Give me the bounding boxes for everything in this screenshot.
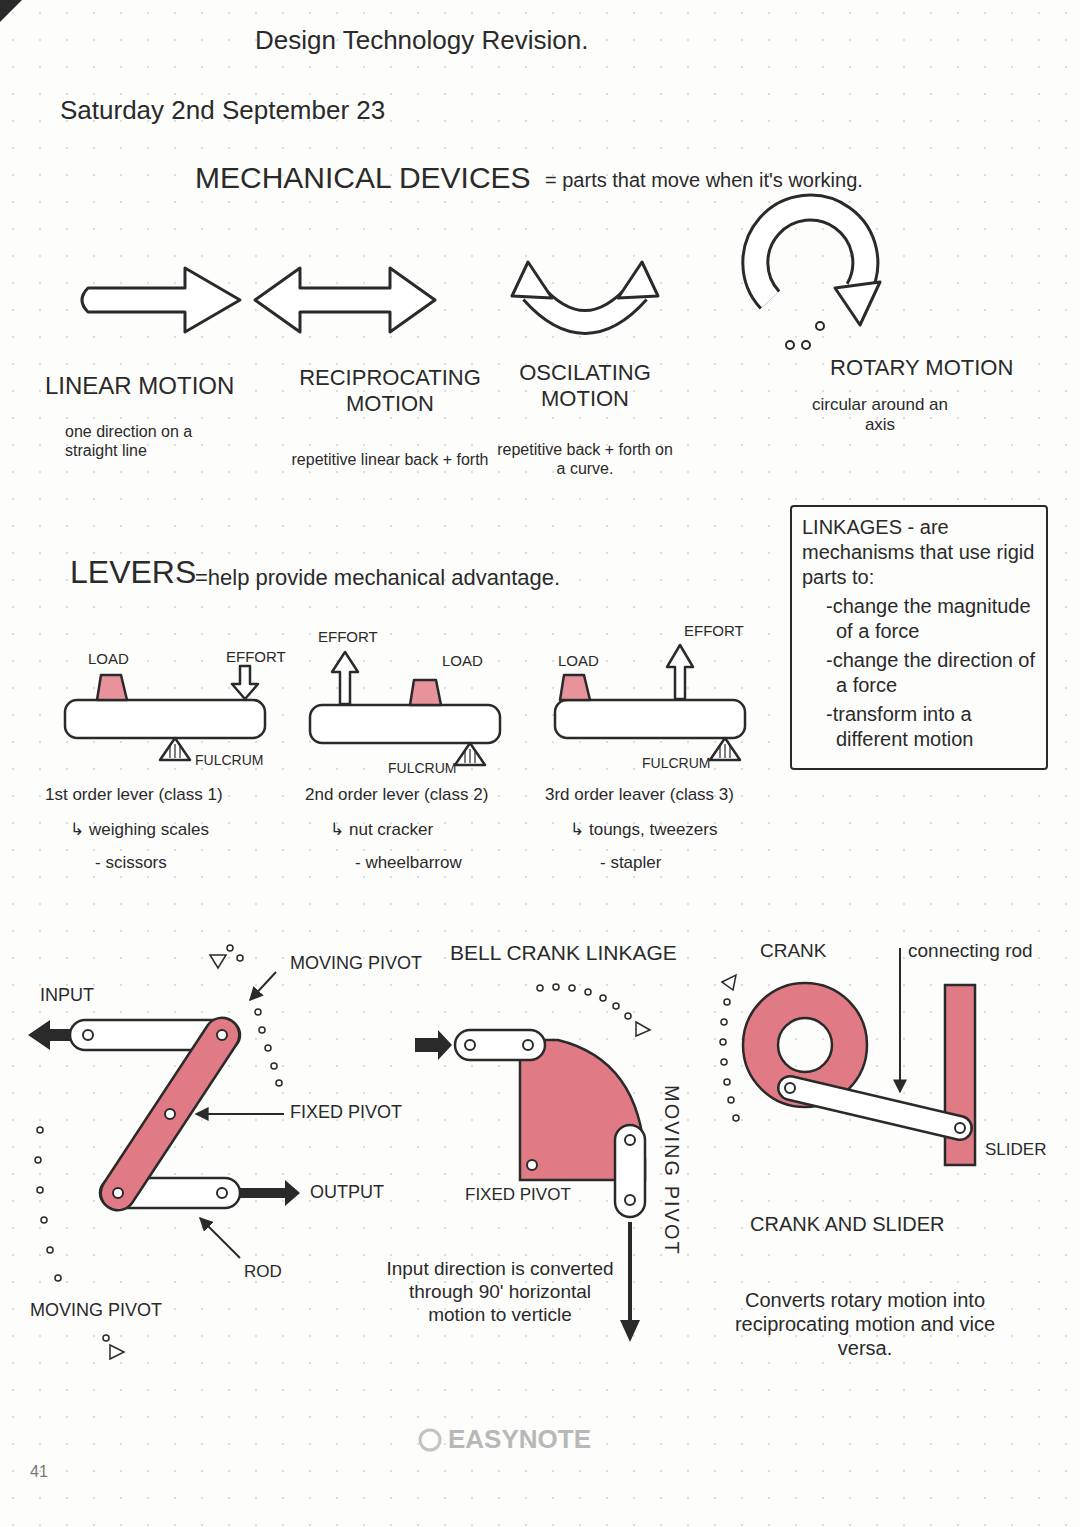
example-note: - scissors bbox=[95, 853, 167, 873]
page-corner bbox=[0, 0, 22, 22]
oscillating-arrow bbox=[512, 262, 658, 322]
box-bullet: -change the direction of a force bbox=[802, 648, 1036, 698]
example-note: ↳ weighing scales bbox=[70, 820, 209, 840]
force-label: EFFORT bbox=[226, 648, 286, 666]
part-label: INPUT bbox=[40, 985, 94, 1007]
reciprocating-arrow bbox=[255, 268, 435, 332]
part-label: MOVING PIVOT bbox=[290, 953, 422, 975]
box-bullet: -transform into a different motion bbox=[802, 702, 1036, 752]
force-label: LOAD bbox=[88, 650, 129, 668]
linkage-info-box: LINKAGES - are mechanisms that use rigid… bbox=[790, 505, 1048, 770]
definition-note: =help provide mechanical advantage. bbox=[195, 565, 560, 591]
definition-note: = parts that move when it's working. bbox=[545, 168, 863, 192]
force-label: LOAD bbox=[558, 652, 599, 670]
part-label: ROD bbox=[244, 1262, 282, 1282]
reverse-motion-linkage bbox=[28, 945, 300, 1359]
rotary-dots bbox=[786, 322, 824, 349]
motion-note: repetitive back + forth on a curve. bbox=[495, 440, 675, 478]
force-label: EFFORT bbox=[684, 622, 744, 640]
watermark-icon bbox=[420, 1430, 440, 1450]
part-label: MOVING PIVOT bbox=[30, 1300, 162, 1322]
example-note: ↳ nut cracker bbox=[330, 820, 433, 840]
box-bullet: -change the magnitude of a force bbox=[802, 594, 1036, 644]
section-heading: MECHANICAL DEVICES bbox=[195, 160, 531, 196]
date-heading: Saturday 2nd September 23 bbox=[60, 95, 385, 126]
lever-diagrams bbox=[65, 645, 745, 765]
fulcrum-label: FULCRUM bbox=[195, 752, 263, 769]
crank-and-slider bbox=[720, 948, 975, 1165]
motion-name: ROTARY MOTION bbox=[830, 355, 1013, 381]
part-label: MOVING PIVOT bbox=[660, 1085, 684, 1256]
motion-note: circular around an axis bbox=[795, 395, 965, 436]
explanation-note: Converts rotary motion into reciprocatin… bbox=[715, 1288, 1015, 1360]
example-note: ↳ toungs, tweezers bbox=[570, 820, 717, 840]
lever-class: 2nd order lever (class 2) bbox=[305, 785, 488, 805]
diagram-heading: CRANK AND SLIDER bbox=[750, 1212, 945, 1236]
page-title: Design Technology Revision. bbox=[255, 25, 588, 56]
part-label: FIXED PIVOT bbox=[290, 1102, 402, 1124]
watermark: EASYNOTE bbox=[448, 1424, 591, 1455]
box-heading: LINKAGES - are mechanisms that use rigid… bbox=[802, 515, 1036, 590]
rotary-arrow bbox=[755, 208, 880, 325]
motion-icons bbox=[82, 208, 880, 332]
motion-name: OSCILATING MOTION bbox=[505, 360, 665, 413]
example-note: - wheelbarrow bbox=[355, 853, 462, 873]
page-number: 41 bbox=[30, 1462, 48, 1481]
diagram-heading: BELL CRANK LINKAGE bbox=[450, 940, 677, 965]
example-note: - stapler bbox=[600, 853, 661, 873]
part-label: connecting rod bbox=[908, 940, 1033, 963]
motion-name: LINEAR MOTION bbox=[45, 372, 234, 401]
linear-arrow bbox=[82, 268, 240, 332]
section-heading: LEVERS bbox=[70, 553, 196, 591]
fulcrum-label: FULCRUM bbox=[642, 755, 710, 772]
explanation-note: Input direction is converted through 90'… bbox=[386, 1258, 614, 1326]
lever-class: 1st order lever (class 1) bbox=[45, 785, 223, 805]
fulcrum-label: FULCRUM bbox=[388, 760, 456, 777]
motion-note: repetitive linear back + forth bbox=[285, 450, 495, 469]
lever-class: 3rd order leaver (class 3) bbox=[545, 785, 734, 805]
part-label: OUTPUT bbox=[310, 1182, 384, 1204]
motion-note: one direction on a straight line bbox=[65, 422, 235, 460]
part-label: FIXED PIVOT bbox=[465, 1185, 571, 1205]
force-label: LOAD bbox=[442, 652, 483, 670]
part-label: SLIDER bbox=[985, 1140, 1046, 1160]
force-label: EFFORT bbox=[318, 628, 378, 646]
motion-name: RECIPROCATING MOTION bbox=[290, 365, 490, 418]
part-label: CRANK bbox=[760, 940, 827, 963]
